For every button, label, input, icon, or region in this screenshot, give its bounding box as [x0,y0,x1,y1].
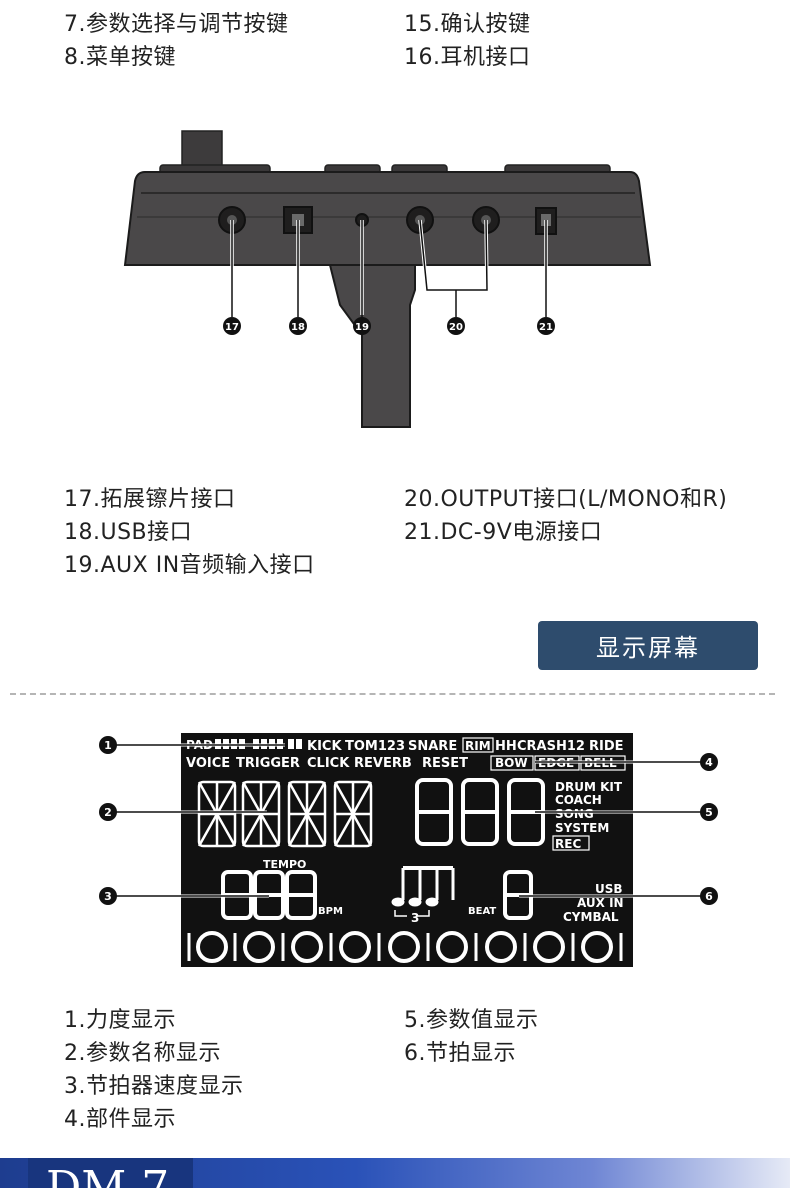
lcd-display-diagram: PAD KICK TOM123 SNARE RIM HH CRASH12 RID… [99,733,718,967]
legend-item-18: 18.USB接口 [64,520,193,545]
section-divider [10,693,775,695]
lcd-kick-label: KICK [307,739,342,754]
display-legend-4: 4.部件显示 [64,1107,176,1132]
legend-item-17: 17.拓展镲片接口 [64,487,236,512]
lcd-hh-label: HH [495,739,517,754]
callout-20: 20 [449,322,463,333]
lcd-aux-in-label: AUX IN [577,896,624,910]
lcd-note-icon [391,866,455,917]
device-stand [328,264,416,428]
lcd-trigger-label: TRIGGER [236,756,300,771]
lcd-callout-1: 1 [104,739,112,752]
footer-title: DM-7 [46,1162,170,1188]
lcd-callout-4: 4 [705,756,713,769]
legend-item-16: 16.耳机接口 [404,45,531,70]
lcd-tempo-label: TEMPO [263,858,306,871]
lcd-cymbal-label: CYMBAL [563,910,619,924]
lcd-pad-indicators [196,931,613,963]
footer-tab: DM-7 [28,1158,193,1188]
legend-item-21: 21.DC-9V电源接口 [404,520,603,545]
lcd-crash-label: CRASH12 [517,739,585,754]
lcd-callout-5: 5 [705,806,713,819]
callout-19: 19 [355,322,369,333]
callout-18: 18 [291,322,305,333]
lcd-param-name-digits [197,780,373,848]
lcd-rim-label: RIM [465,739,491,753]
lcd-mode-drum-kit: DRUM KIT [555,780,623,794]
lcd-reverb-label: REVERB [354,756,412,771]
lcd-reset-label: RESET [422,756,468,771]
lcd-beat-label: BEAT [468,906,496,917]
lcd-mode-coach: COACH [555,793,602,807]
lcd-tom-label: TOM123 [345,739,405,754]
device-body [123,171,652,266]
legend-item-19: 19.AUX IN音频输入接口 [64,553,315,578]
lcd-callout-2: 2 [104,806,112,819]
display-legend-6: 6.节拍显示 [404,1041,516,1066]
display-screen-button[interactable]: 显示屏幕 [538,621,758,670]
display-legend-3: 3.节拍器速度显示 [64,1074,244,1099]
legend-item-20: 20.OUTPUT接口(L/MONO和R) [404,487,728,512]
display-legend-1: 1.力度显示 [64,1008,176,1033]
lcd-callout-6: 6 [705,890,713,903]
legend-item-8: 8.菜单按键 [64,45,176,70]
footer-band: DM-7 [0,1158,790,1188]
lcd-bpm-label: BPM [318,906,343,917]
lcd-click-label: CLICK [307,756,350,771]
lcd-param-value-digits [415,778,545,846]
lcd-callout-3: 3 [104,890,112,903]
callout-21: 21 [539,322,553,333]
lcd-ride-label: RIDE [589,739,624,754]
lcd-mode-system: SYSTEM [555,821,609,835]
legend-item-15: 15.确认按键 [404,12,531,37]
lcd-bow-label: BOW [495,756,528,770]
display-legend-5: 5.参数值显示 [404,1008,539,1033]
lcd-mode-song: SONG [555,807,594,821]
lcd-voice-label: VOICE [186,756,230,771]
lcd-triplet-label: 3 [411,911,419,925]
legend-item-7: 7.参数选择与调节按键 [64,12,289,37]
lcd-snare-label: SNARE [408,739,457,754]
lcd-mode-rec: REC [555,837,581,851]
lcd-usb-label: USB [595,882,623,896]
display-legend-2: 2.参数名称显示 [64,1041,221,1066]
callout-17: 17 [225,322,239,333]
device-side-view: 17 18 19 20 21 [123,130,652,428]
